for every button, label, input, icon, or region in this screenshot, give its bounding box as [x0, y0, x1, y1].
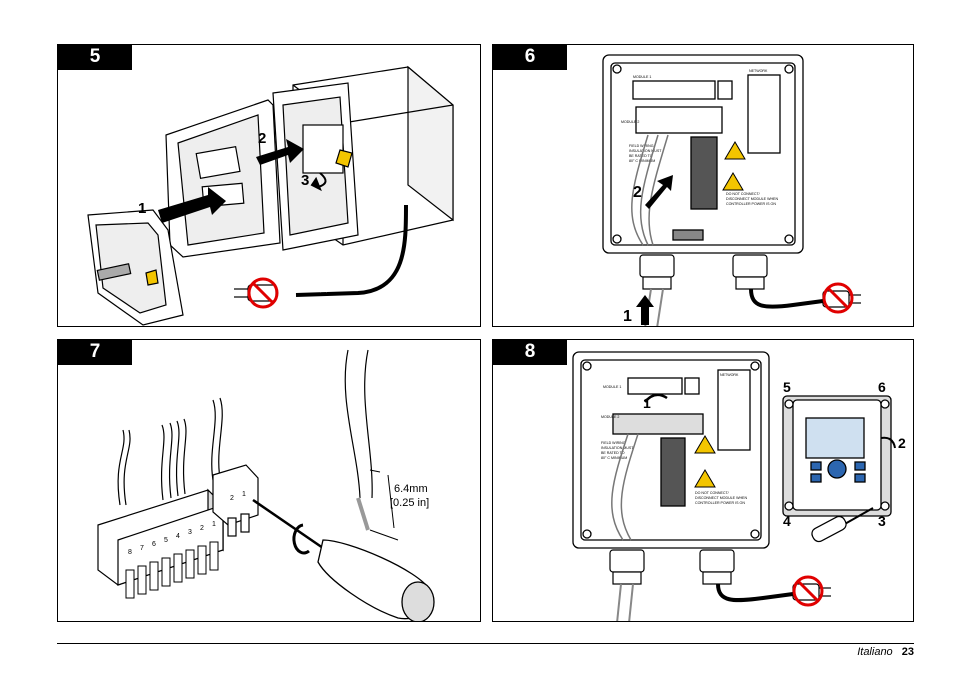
- svg-text:FIELD WIRING: FIELD WIRING: [601, 441, 626, 445]
- label-network: NETWORK: [720, 373, 739, 377]
- callout-5: 5: [783, 379, 791, 395]
- page-number: 23: [901, 646, 914, 658]
- callout-2: 2: [898, 435, 906, 451]
- field-wiring-warning: FIELD WIRING INSULATION MUST BE RATED TO…: [629, 144, 662, 163]
- callout-2: 2: [258, 130, 266, 147]
- svg-text:INSULATION MUST: INSULATION MUST: [629, 149, 662, 153]
- svg-text:DISCONNECT MODULE WHEN: DISCONNECT MODULE WHEN: [695, 496, 747, 500]
- callout-2: 2: [633, 184, 642, 201]
- pin-numbers-2: 2 1: [230, 491, 246, 502]
- callout-6: 6: [878, 379, 886, 395]
- panel-step-5: 5: [57, 44, 481, 327]
- callout-1: 1: [643, 395, 651, 411]
- strip-length-in: [0.25 in]: [390, 497, 429, 509]
- arrow-1: [636, 295, 654, 325]
- pin-numbers-8: 8 7 6 5 4 3 2 1: [128, 521, 216, 556]
- arrow-2: [256, 139, 304, 165]
- svg-text:80° C MINIMUM: 80° C MINIMUM: [629, 159, 655, 163]
- no-power-icon: [792, 575, 824, 607]
- svg-text:8: 8: [128, 549, 132, 556]
- disconnect-warning: DO NOT CONNECT/ DISCONNECT MODULE WHEN C…: [726, 192, 778, 206]
- svg-text:80° C MINIMUM: 80° C MINIMUM: [601, 456, 627, 460]
- panel-step-6: 6 MODULE 1 MODULE 2 NETWORK FIELD WIRING…: [492, 44, 914, 327]
- callout-3: 3: [878, 513, 886, 529]
- footer-language: Italiano: [857, 646, 893, 658]
- svg-text:CONTROLLER POWER IS ON: CONTROLLER POWER IS ON: [726, 202, 776, 206]
- svg-text:BE RATED TO: BE RATED TO: [629, 154, 653, 158]
- disconnect-warning: DO NOT CONNECT/ DISCONNECT MODULE WHEN C…: [695, 491, 747, 505]
- power-cord: [749, 288, 824, 309]
- svg-text:INSULATION MUST: INSULATION MUST: [601, 446, 634, 450]
- label-module2: MODULE 2: [601, 415, 619, 419]
- callout-1: 1: [623, 308, 632, 325]
- svg-text:3: 3: [188, 529, 192, 536]
- arrow-3-rotate: [310, 172, 327, 192]
- arrow-1: [158, 187, 226, 223]
- controller-enclosure: [272, 65, 454, 251]
- no-power-icon: [247, 277, 279, 309]
- svg-text:FIELD WIRING: FIELD WIRING: [629, 144, 654, 148]
- terminal-block-8: [97, 488, 224, 586]
- display-screen: [805, 417, 865, 459]
- cable-gland: [732, 254, 768, 278]
- strip-length-mm: 6.4mm: [394, 483, 428, 495]
- warning-triangle-icon: [724, 141, 746, 160]
- svg-text:6: 6: [152, 541, 156, 548]
- terminal-block-2: [212, 464, 259, 537]
- power-cord: [295, 204, 408, 297]
- cable-gland: [699, 549, 735, 573]
- cable-gland: [639, 254, 675, 278]
- label-network: NETWORK: [749, 69, 768, 73]
- controller-door: [165, 99, 281, 258]
- controller-front: [782, 395, 892, 517]
- svg-text:DO NOT CONNECT/: DO NOT CONNECT/: [726, 192, 760, 196]
- panel-step-7: 7 8 7 6 5 4 3 2 1: [57, 339, 481, 622]
- warning-triangle-icon: [694, 435, 716, 454]
- page-footer: Italiano 23: [857, 646, 914, 658]
- step-number: 5: [58, 45, 132, 70]
- svg-text:2: 2: [200, 525, 204, 532]
- footer-rule: [57, 643, 914, 644]
- callout-1: 1: [138, 200, 146, 217]
- step-number: 7: [58, 340, 132, 365]
- illustration-open-controller: 1 2 3: [87, 65, 454, 326]
- step-number: 8: [493, 340, 567, 365]
- svg-text:BE RATED TO: BE RATED TO: [601, 451, 625, 455]
- callout-3: 3: [301, 172, 309, 189]
- illustration-close-controller: MODULE 1 MODULE 2 NETWORK FIELD WIRING I…: [572, 351, 906, 621]
- svg-text:2: 2: [230, 495, 234, 502]
- arrow-2: [645, 175, 673, 209]
- label-module2: MODULE 2: [621, 120, 639, 124]
- svg-text:5: 5: [164, 537, 168, 544]
- no-power-icon: [822, 282, 854, 314]
- callout-4: 4: [783, 513, 791, 529]
- svg-text:1: 1: [242, 491, 246, 498]
- step-number: 6: [493, 45, 567, 70]
- wire-strip: [344, 349, 361, 499]
- screwdriver: [252, 498, 435, 621]
- svg-text:7: 7: [140, 545, 144, 552]
- screwdriver: [811, 507, 874, 543]
- arrow-1-rotate: [644, 393, 668, 403]
- svg-text:4: 4: [176, 533, 180, 540]
- svg-text:1: 1: [212, 521, 216, 528]
- field-wiring-warning: FIELD WIRING INSULATION MUST BE RATED TO…: [601, 441, 634, 460]
- svg-text:DO NOT CONNECT/: DO NOT CONNECT/: [695, 491, 729, 495]
- label-module1: MODULE 1: [603, 385, 621, 389]
- power-cord: [716, 583, 794, 603]
- cable-gland: [609, 549, 645, 573]
- warning-triangle-icon: [694, 469, 716, 488]
- warning-triangle-icon: [722, 172, 744, 191]
- detached-cover: [87, 209, 184, 326]
- panel-step-8: 8 MODULE 1 MODULE 2 NETWORK FIELD WIRING…: [492, 339, 914, 622]
- svg-text:CONTROLLER POWER IS ON: CONTROLLER POWER IS ON: [695, 501, 745, 505]
- illustration-terminal-blocks: 8 7 6 5 4 3 2 1 2 1: [97, 349, 435, 621]
- rotate-arrow-icon: [292, 523, 310, 555]
- svg-text:DISCONNECT MODULE WHEN: DISCONNECT MODULE WHEN: [726, 197, 778, 201]
- illustration-wiring-module: MODULE 1 MODULE 2 NETWORK FIELD WIRING I…: [602, 54, 861, 326]
- terminal-pins: [125, 541, 219, 599]
- label-module1: MODULE 1: [633, 75, 651, 79]
